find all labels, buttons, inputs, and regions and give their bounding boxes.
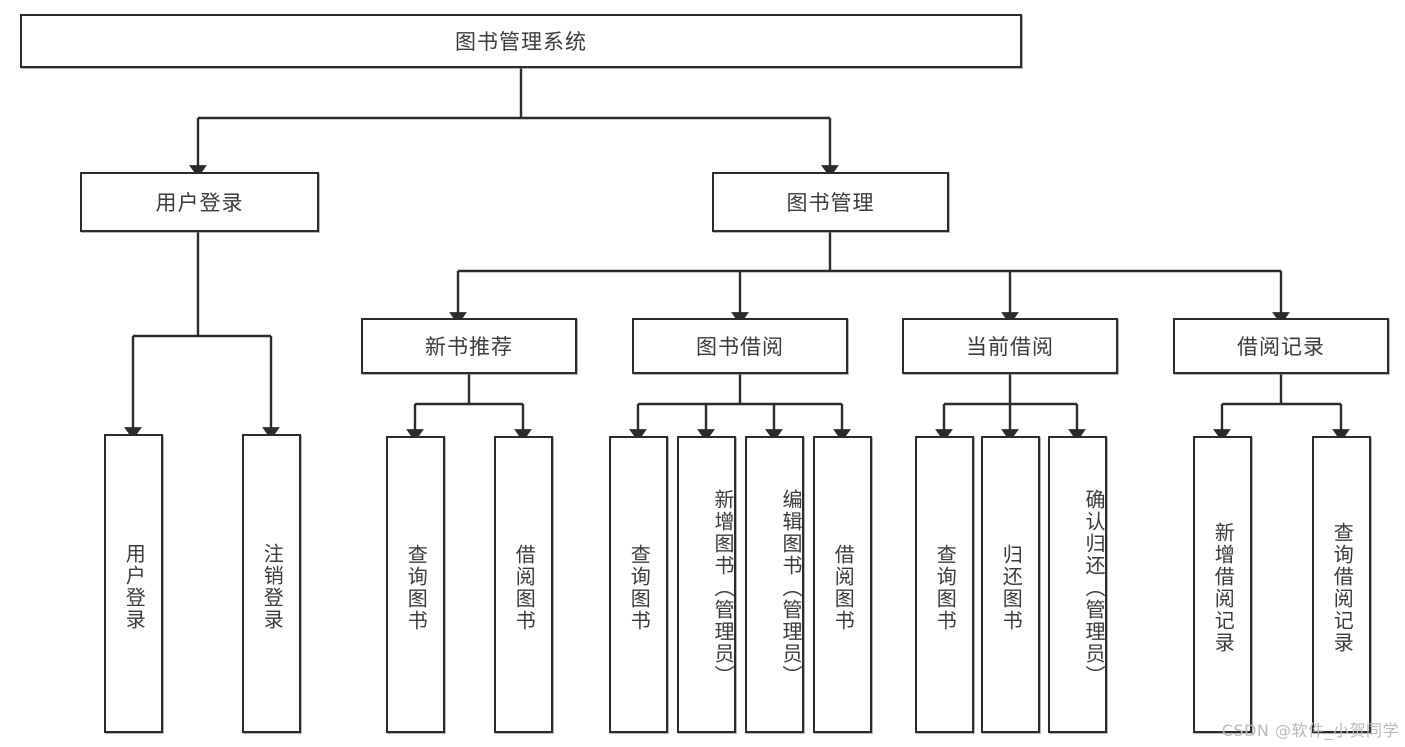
node-leaf-borrow-book-recommend[interactable]: 借阅图书 — [494, 436, 553, 733]
node-book-borrow[interactable]: 图书借阅 — [632, 318, 848, 374]
node-label: 图书管理 — [786, 191, 875, 215]
node-label: 新增图书（管理员） — [711, 488, 735, 687]
node-leaf-add-book-admin[interactable]: 新增图书（管理员） — [677, 436, 736, 733]
node-leaf-return-book[interactable]: 归还图书 — [981, 436, 1040, 733]
node-leaf-query-book-current[interactable]: 查询图书 — [915, 436, 974, 733]
node-borrow-record[interactable]: 借阅记录 — [1173, 318, 1389, 374]
node-label: 归还图书 — [999, 543, 1024, 632]
node-leaf-confirm-return-admin[interactable]: 确认归还（管理员） — [1048, 436, 1107, 733]
node-leaf-add-borrow-record[interactable]: 新增借阅记录 — [1193, 436, 1252, 733]
node-label: 查询图书 — [627, 543, 652, 632]
node-book-management[interactable]: 图书管理 — [712, 172, 949, 232]
node-current-borrow[interactable]: 当前借阅 — [902, 318, 1118, 374]
node-user-login[interactable]: 用户登录 — [80, 172, 319, 232]
node-label: 查询借阅记录 — [1330, 521, 1355, 654]
node-label: 用户登录 — [122, 542, 147, 631]
node-label: 借阅记录 — [1237, 335, 1325, 359]
node-leaf-borrow-book[interactable]: 借阅图书 — [813, 436, 872, 733]
node-label: 新书推荐 — [425, 335, 513, 359]
node-label: 注销登录 — [260, 542, 285, 631]
node-label: 借阅图书 — [512, 543, 537, 632]
node-label: 当前借阅 — [966, 335, 1054, 359]
node-root-system[interactable]: 图书管理系统 — [20, 14, 1022, 68]
node-leaf-query-borrow-record[interactable]: 查询借阅记录 — [1312, 436, 1371, 733]
node-label: 查询图书 — [404, 543, 429, 632]
node-leaf-query-book-borrow[interactable]: 查询图书 — [609, 436, 668, 733]
node-leaf-edit-book-admin[interactable]: 编辑图书（管理员） — [745, 436, 804, 733]
node-label: 图书管理系统 — [455, 30, 587, 54]
node-label: 用户登录 — [155, 191, 244, 215]
node-label: 图书借阅 — [696, 335, 784, 359]
watermark-text: CSDN @软件_小贺同学 — [1221, 721, 1399, 740]
node-label: 新增借阅记录 — [1211, 521, 1236, 654]
node-label: 查询图书 — [933, 543, 958, 632]
node-leaf-logout[interactable]: 注销登录 — [242, 434, 301, 733]
node-leaf-query-book-recommend[interactable]: 查询图书 — [386, 436, 445, 733]
node-label: 确认归还（管理员） — [1082, 488, 1106, 687]
node-new-book-recommend[interactable]: 新书推荐 — [361, 318, 577, 374]
node-leaf-user-login[interactable]: 用户登录 — [104, 434, 163, 733]
node-label: 借阅图书 — [831, 543, 856, 632]
node-label: 编辑图书（管理员） — [779, 488, 803, 687]
